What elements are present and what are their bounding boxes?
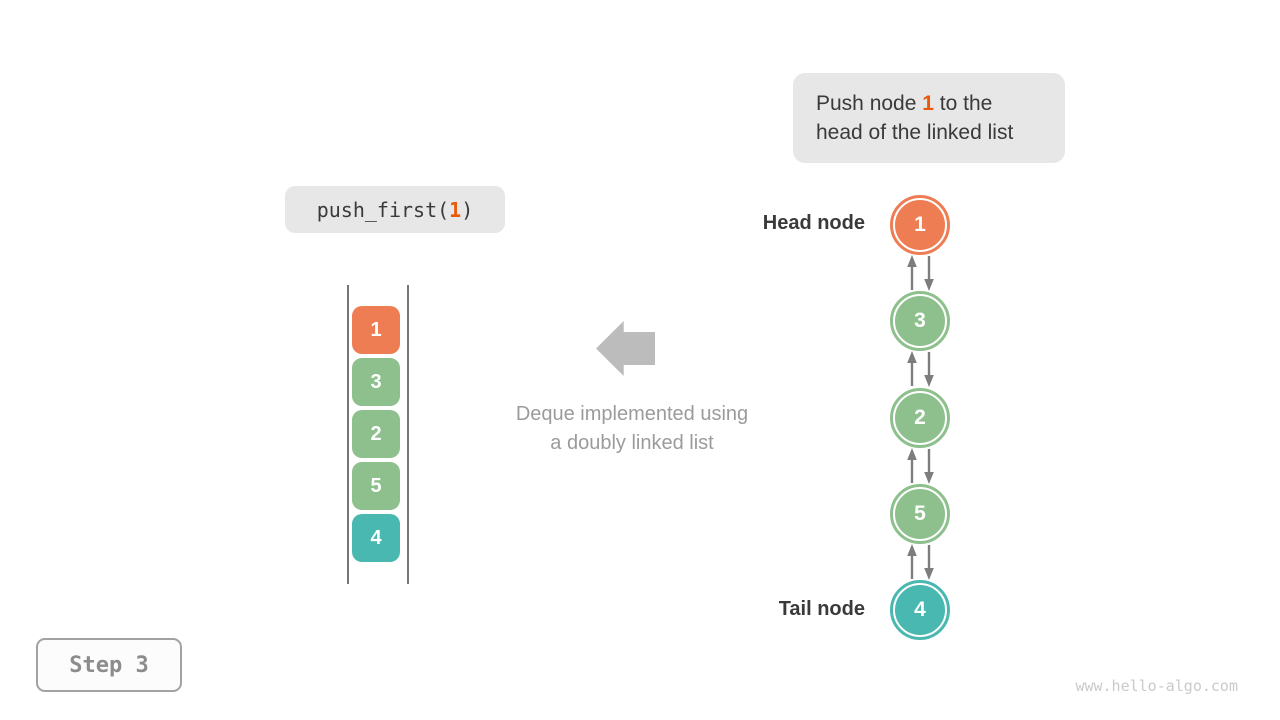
step-label: Step 3 — [69, 652, 149, 678]
step-badge: Step 3 — [36, 638, 182, 692]
list-node: 5 — [890, 484, 950, 544]
note-highlight-value: 1 — [922, 92, 934, 115]
annotation-note: Push node 1 to the head of the linked li… — [793, 73, 1065, 163]
code-text: ) — [461, 197, 474, 222]
link-arrows — [907, 351, 934, 387]
code-call-box: push_first(1) — [285, 186, 505, 233]
up-arrow-icon — [907, 448, 917, 483]
down-arrow-icon — [924, 256, 934, 291]
deque-rail-left — [347, 285, 349, 584]
code-arg-value: 1 — [449, 197, 462, 222]
link-arrows — [907, 255, 934, 291]
tail-node-label: Tail node — [778, 598, 865, 620]
list-node: 3 — [890, 291, 950, 351]
down-arrow-icon — [924, 545, 934, 580]
list-node: 2 — [890, 388, 950, 448]
up-arrow-icon — [907, 544, 917, 579]
down-arrow-icon — [924, 449, 934, 484]
list-node: 4 — [890, 580, 950, 640]
code-text: push_first( — [316, 197, 450, 222]
watermark: www.hello-algo.com — [1075, 677, 1238, 695]
deque-cell: 2 — [352, 410, 400, 458]
up-arrow-icon — [907, 255, 917, 290]
caption-line-1: Deque implemented using — [515, 403, 749, 425]
deque-cell: 5 — [352, 462, 400, 510]
note-line-1: Push node 1 to the — [816, 89, 1065, 118]
note-line-2: head of the linked list — [816, 121, 1014, 144]
note-text: to the — [933, 92, 993, 115]
deque-rail-right — [407, 285, 409, 584]
deque-cell: 4 — [352, 514, 400, 562]
down-arrow-icon — [924, 352, 934, 387]
list-node: 1 — [890, 195, 950, 255]
head-node-label: Head node — [762, 212, 865, 234]
note-text: Push node — [816, 92, 923, 115]
deque-cell: 3 — [352, 358, 400, 406]
left-block-arrow-icon — [596, 321, 655, 376]
link-arrows — [907, 448, 934, 484]
deque-cell: 1 — [352, 306, 400, 354]
caption-line-2: a doubly linked list — [550, 432, 714, 454]
caption: Deque implemented using a doubly linked … — [458, 400, 806, 458]
link-arrows — [907, 544, 934, 580]
up-arrow-icon — [907, 351, 917, 386]
